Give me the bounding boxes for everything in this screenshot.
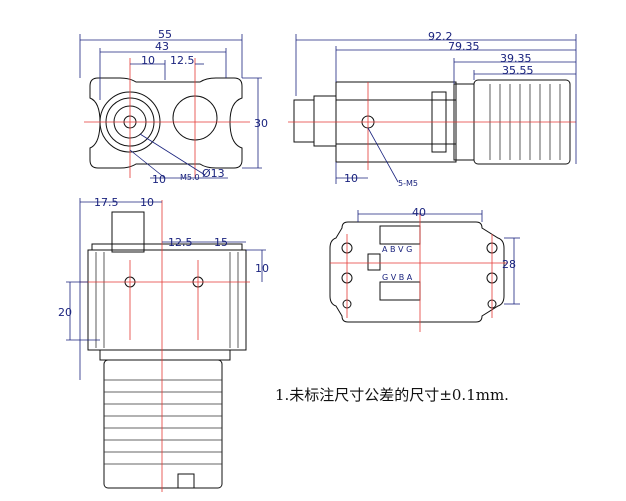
top-flange: [99, 349, 231, 361]
dim-side-10: 10: [344, 172, 358, 185]
dim-front-43: 43: [155, 40, 169, 53]
dim-top-h20: 20: [58, 306, 72, 319]
dim-side-79-35: 79.35: [448, 40, 480, 53]
dim-front-bore: Ø13: [202, 167, 225, 180]
dim-bottom-40: 40: [412, 206, 426, 219]
bottom-pins-top: A B V G: [382, 245, 412, 254]
dim-side-92-2: 92.2: [428, 30, 453, 43]
dim-front-thread: M5.0: [180, 173, 200, 182]
dim-top-10: 10: [140, 196, 154, 209]
top-view: 17.5 10 12.5 15 10 20: [58, 196, 269, 492]
bottom-connector-top: [379, 225, 421, 245]
bottom-outline: [329, 221, 505, 323]
dim-top-h10: 10: [255, 262, 269, 275]
dim-front-10: 10: [141, 54, 155, 67]
top-heatsink-fins: [104, 379, 222, 465]
top-body: [87, 249, 247, 351]
dim-front-bottom-10: 10: [152, 173, 166, 186]
side-cable-gland: [293, 99, 315, 143]
dim-side-35-55: 35.55: [502, 64, 534, 77]
top-cable: [111, 211, 145, 253]
top-body-fins: [95, 252, 239, 348]
bottom-label-plate: [367, 253, 381, 271]
dim-front-12-5: 12.5: [170, 54, 195, 67]
dim-front-30: 30: [254, 117, 268, 130]
dim-side-holes: 5-M5: [398, 179, 418, 188]
dim-top-12-5: 12.5: [168, 236, 193, 249]
bottom-view: A B V G G V B A 40 28: [329, 206, 520, 332]
side-nut: [313, 95, 337, 147]
top-heatsink: [103, 359, 223, 489]
front-view: 55 43 10 12.5 30 10 M5.0 Ø13: [79, 28, 268, 186]
front-outline: [89, 77, 243, 169]
bottom-pins-bottom: G V B A: [382, 273, 413, 282]
tolerance-note: 1.未标注尺寸公差的尺寸±0.1mm.: [275, 386, 509, 404]
bottom-connector-bottom: [379, 281, 421, 301]
dim-side-39-35: 39.35: [500, 52, 532, 65]
dim-top-17-5: 17.5: [94, 196, 119, 209]
dim-front-55: 55: [158, 28, 172, 41]
side-view: 92.2 79.35 39.35 35.55 10 5-M5: [288, 30, 577, 188]
top-connector: [177, 473, 195, 489]
dim-top-15: 15: [214, 236, 228, 249]
dim-bottom-28: 28: [502, 258, 516, 271]
